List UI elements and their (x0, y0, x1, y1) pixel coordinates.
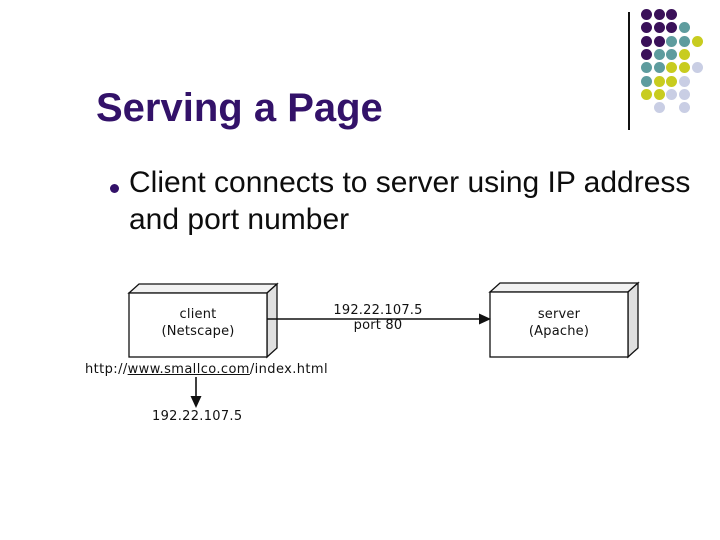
bullet-line-1: Client connects to server using IP addre… (129, 166, 691, 199)
decorative-dot (641, 88, 652, 100)
decorative-dot (653, 75, 665, 87)
decorative-dot (653, 35, 665, 47)
down-arrowhead-icon (190, 396, 202, 408)
decorative-dot (653, 22, 665, 34)
client-box (127, 282, 279, 359)
server-box-top-face (488, 282, 640, 293)
decorative-dot (641, 75, 652, 87)
decorative-dot (666, 88, 678, 100)
server-name: server (537, 307, 581, 322)
decorative-dot (691, 62, 703, 74)
decorative-dot (666, 22, 678, 34)
client-product: (Netscape) (161, 324, 235, 339)
slide-title: Serving a Page (96, 86, 383, 130)
dot-matrix-ornament (641, 9, 716, 121)
decorative-dot (691, 35, 703, 47)
connection-label: 192.22.107.5 port 80 (318, 303, 438, 333)
server-box (488, 281, 640, 359)
decorative-dot (641, 22, 652, 34)
server-box-front-face (489, 291, 629, 358)
server-product: (Apache) (528, 324, 590, 339)
decorative-dot (666, 75, 678, 87)
connection-port: port 80 (353, 318, 403, 333)
decorative-dot (679, 88, 691, 100)
connection-ip: 192.22.107.5 (333, 303, 423, 318)
decorative-dot (641, 48, 652, 60)
connection-arrow (267, 313, 491, 325)
client-box-label: client (Netscape) (129, 306, 267, 340)
decorative-dot (641, 9, 652, 20)
decorative-dot (653, 62, 665, 74)
decorative-dot (653, 102, 665, 114)
decorative-dot (653, 88, 665, 100)
decorative-dot (679, 22, 691, 34)
client-name: client (179, 307, 217, 322)
decorative-dot (653, 48, 665, 60)
decorative-dot (679, 48, 691, 60)
connection-arrowhead-icon (479, 313, 491, 325)
server-box-side-face (627, 281, 639, 359)
decorative-dot (641, 62, 652, 74)
bullet-text: Client connects to server using IP addre… (129, 164, 704, 238)
url-host: www.smallco.com (127, 362, 250, 377)
decorative-dot (666, 62, 678, 74)
client-box-side-face (266, 282, 278, 359)
url-scheme: http:// (85, 362, 128, 377)
decorative-dot (679, 102, 691, 114)
dns-resolution-arrow (190, 377, 202, 408)
decorative-dot (653, 9, 665, 20)
decorative-dot (679, 62, 691, 74)
bullet-line-2: and port number (129, 203, 350, 236)
request-url: http://www.smallco.com/index.html (85, 362, 328, 377)
accent-vertical-line (628, 12, 630, 130)
resolved-ip: 192.22.107.5 (152, 409, 243, 424)
client-box-front-face (128, 292, 268, 358)
decorative-dot (666, 48, 678, 60)
decorative-dot (666, 9, 678, 20)
client-box-top-face (127, 283, 279, 294)
bullet-icon (110, 184, 119, 193)
decorative-dot (641, 35, 652, 47)
decorative-dot (679, 35, 691, 47)
decorative-dot (679, 75, 691, 87)
server-box-label: server (Apache) (490, 306, 628, 340)
decorative-dot (666, 35, 678, 47)
url-path: /index.html (249, 362, 328, 377)
